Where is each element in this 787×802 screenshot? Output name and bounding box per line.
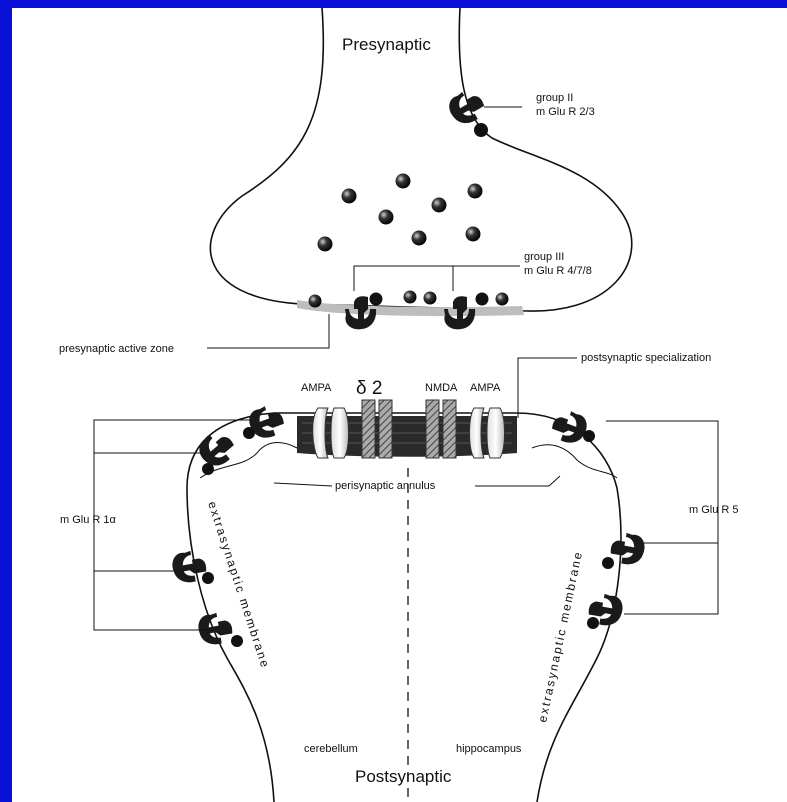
postsynaptic-label: Postsynaptic (355, 767, 452, 786)
active-zone-leader (207, 314, 329, 348)
diagram-canvas: Presynaptic group II m Glu R 2/3 group I… (12, 8, 787, 802)
mglur1a-label: m Glu R 1α (60, 514, 117, 526)
group-iii-subtype-label: m Glu R 4/7/8 (524, 265, 592, 277)
vesicle (309, 295, 322, 308)
ampa-right-label: AMPA (470, 382, 501, 394)
group-ii-receptor-icon (445, 86, 489, 137)
extrasynaptic-right-label: extrasynaptic membrane (535, 549, 585, 723)
vesicle (318, 237, 333, 252)
delta2-label: δ 2 (356, 378, 382, 399)
mglur5-label: m Glu R 5 (689, 504, 739, 516)
vesicle (379, 210, 394, 225)
group-iii-label: group III (524, 251, 564, 263)
postsynaptic-specialization-leader (518, 358, 577, 418)
vesicle (424, 292, 437, 305)
presynaptic-label: Presynaptic (342, 35, 431, 54)
synapse-diagram: Presynaptic group II m Glu R 2/3 group I… (12, 8, 787, 802)
annulus-leader-right (475, 476, 560, 486)
mglur1a-receptor-icon (243, 402, 287, 443)
mglur1a-receptor-icon (194, 427, 239, 475)
vesicle (404, 291, 417, 304)
annulus-leader-left (274, 483, 332, 486)
vesicle (412, 231, 427, 246)
mglur5-leader (606, 421, 718, 614)
group-iii-leader (354, 266, 520, 291)
vesicle (396, 174, 411, 189)
group-ii-label: group II (536, 92, 573, 104)
group-ii-subtype-label: m Glu R 2/3 (536, 106, 595, 118)
presynaptic-active-zone-label: presynaptic active zone (59, 343, 174, 355)
mglur1a-receptor-icon (196, 611, 243, 647)
vesicle (432, 198, 447, 213)
vesicle (468, 184, 483, 199)
cerebellum-label: cerebellum (304, 743, 358, 755)
vesicle (496, 293, 509, 306)
vesicle (342, 189, 357, 204)
synaptic-vesicles (309, 174, 509, 308)
annulus-right-curve (532, 445, 617, 478)
perisynaptic-annulus-label: perisynaptic annulus (335, 480, 436, 492)
mglur1a-leader (94, 420, 252, 630)
ampa-left-label: AMPA (301, 382, 332, 394)
postsynaptic-density (297, 416, 517, 457)
hippocampus-label: hippocampus (456, 743, 522, 755)
nmda-label: NMDA (425, 382, 458, 394)
postsynaptic-specialization-label: postsynaptic specialization (581, 352, 711, 364)
vesicle (466, 227, 481, 242)
mglur5-receptor-icon (602, 531, 647, 569)
mglur5-receptor-icon (549, 407, 595, 448)
mglur5-receptor-icon (587, 592, 625, 629)
